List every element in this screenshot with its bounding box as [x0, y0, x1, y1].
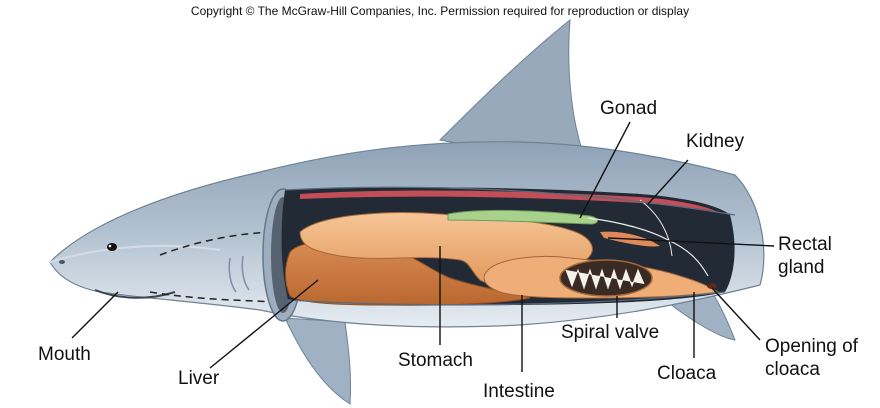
- label-mouth: Mouth: [38, 344, 91, 366]
- label-rectal-gland: Rectal gland: [778, 233, 832, 279]
- dorsal-fin: [440, 20, 582, 150]
- label-spiral-valve: Spiral valve: [561, 322, 659, 344]
- label-cloaca: Cloaca: [657, 363, 716, 385]
- label-gonad: Gonad: [600, 98, 657, 120]
- label-stomach: Stomach: [398, 350, 473, 372]
- nostril: [59, 260, 65, 264]
- label-opening-of-cloaca: Opening of cloaca: [765, 335, 858, 381]
- label-liver: Liver: [178, 368, 219, 390]
- eye: [107, 243, 117, 251]
- pectoral-fin: [285, 318, 351, 404]
- label-intestine: Intestine: [483, 381, 555, 403]
- label-rectal-gland-line1: Rectal: [778, 233, 832, 256]
- label-opening-of-cloaca-line2: cloaca: [765, 358, 858, 381]
- label-opening-of-cloaca-line1: Opening of: [765, 335, 858, 358]
- label-kidney: Kidney: [686, 131, 744, 153]
- label-rectal-gland-line2: gland: [778, 256, 832, 279]
